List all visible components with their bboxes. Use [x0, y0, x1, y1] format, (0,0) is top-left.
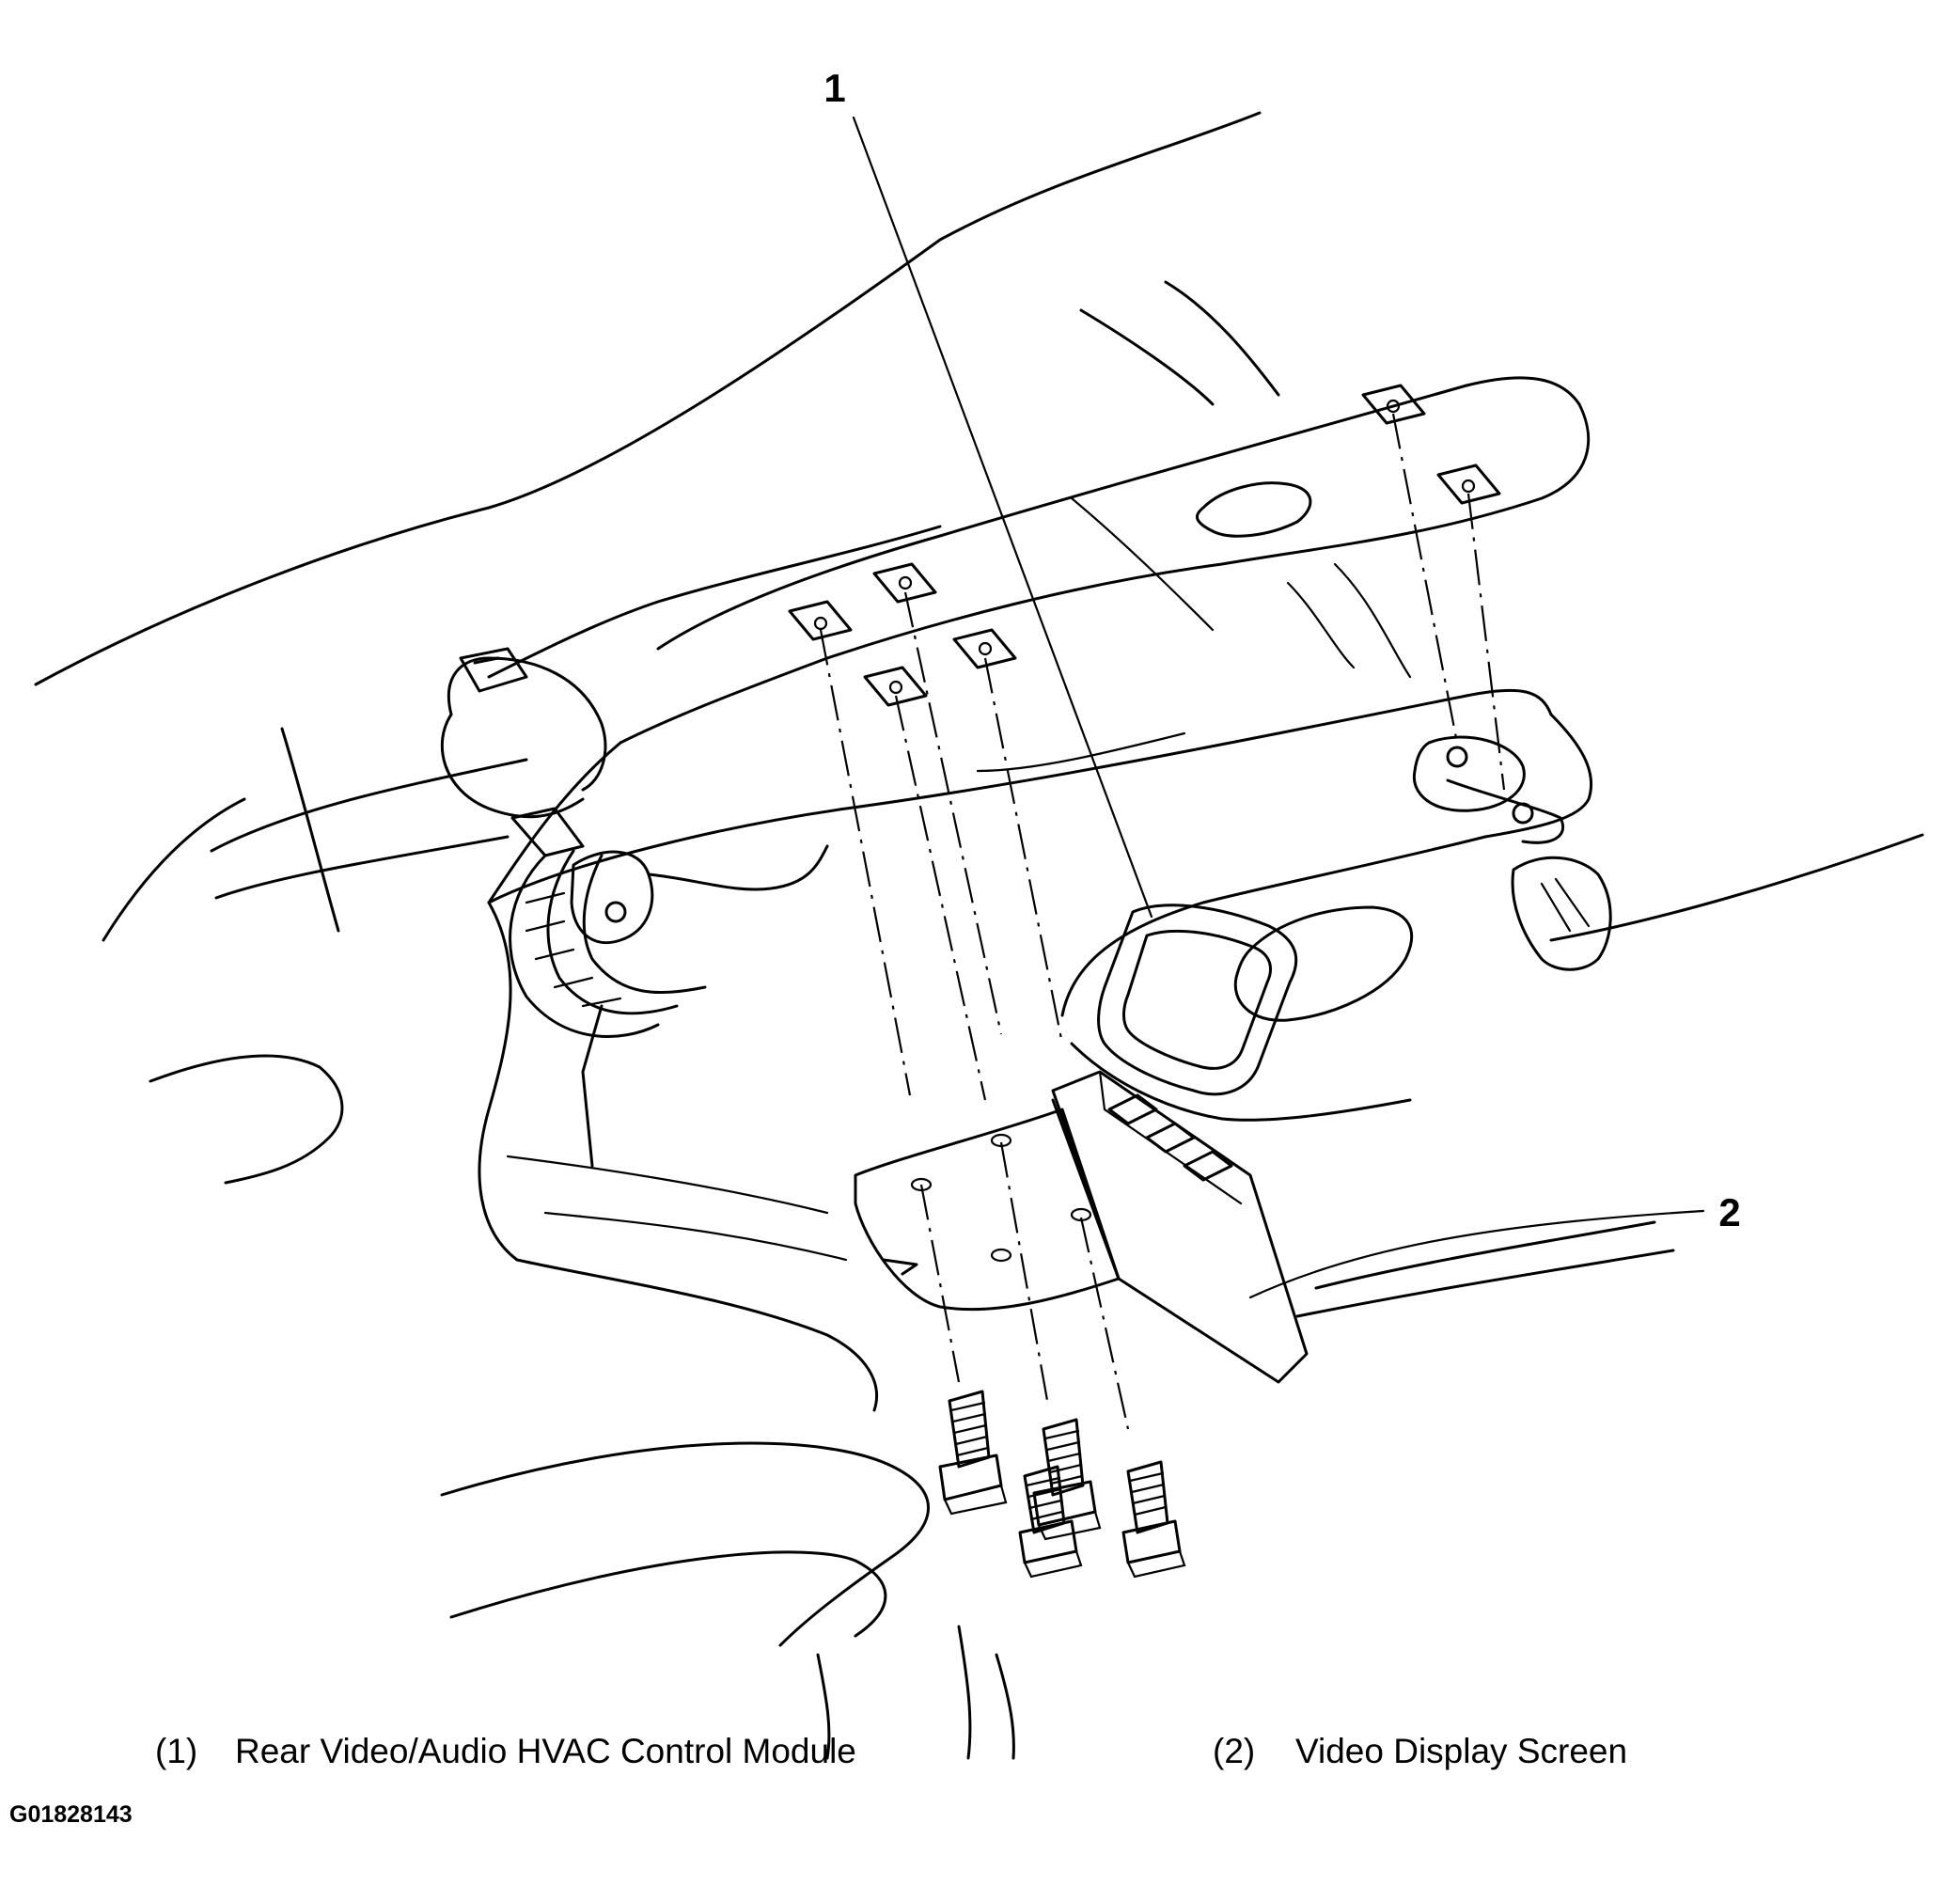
- legend: (1) Rear Video/Audio HVAC Control Module…: [155, 1732, 1627, 1770]
- legend-index-1: (1): [155, 1732, 197, 1770]
- control-module-body: [478, 688, 1593, 1412]
- headliner: [34, 111, 1924, 1760]
- hvac-control-panel: [1097, 904, 1298, 1096]
- overhead-console: [487, 376, 1591, 904]
- reading-lamp-mount: [1412, 735, 1612, 971]
- callout-1-number: 1: [823, 66, 845, 110]
- trim-plate: [854, 1108, 1121, 1312]
- legend-text-2: Video Display Screen: [1295, 1732, 1627, 1770]
- mounting-clips: [788, 384, 1501, 707]
- callout-1: 1: [823, 66, 1153, 919]
- screw: [938, 1390, 1008, 1516]
- figure-id: G01828143: [9, 1801, 133, 1828]
- wiring-harness: [440, 647, 829, 1168]
- screw: [1018, 1465, 1083, 1579]
- legend-text-1: Rear Video/Audio HVAC Control Module: [235, 1732, 856, 1770]
- callout-1-leader: [852, 116, 1153, 919]
- screw: [1121, 1460, 1186, 1579]
- callout-2-number: 2: [1718, 1190, 1740, 1234]
- callout-2-leader: [1248, 1209, 1705, 1299]
- alignment-lines: [819, 413, 1506, 1430]
- legend-index-2: (2): [1213, 1732, 1255, 1770]
- screws: [938, 1390, 1186, 1579]
- callout-2: 2: [1248, 1190, 1741, 1299]
